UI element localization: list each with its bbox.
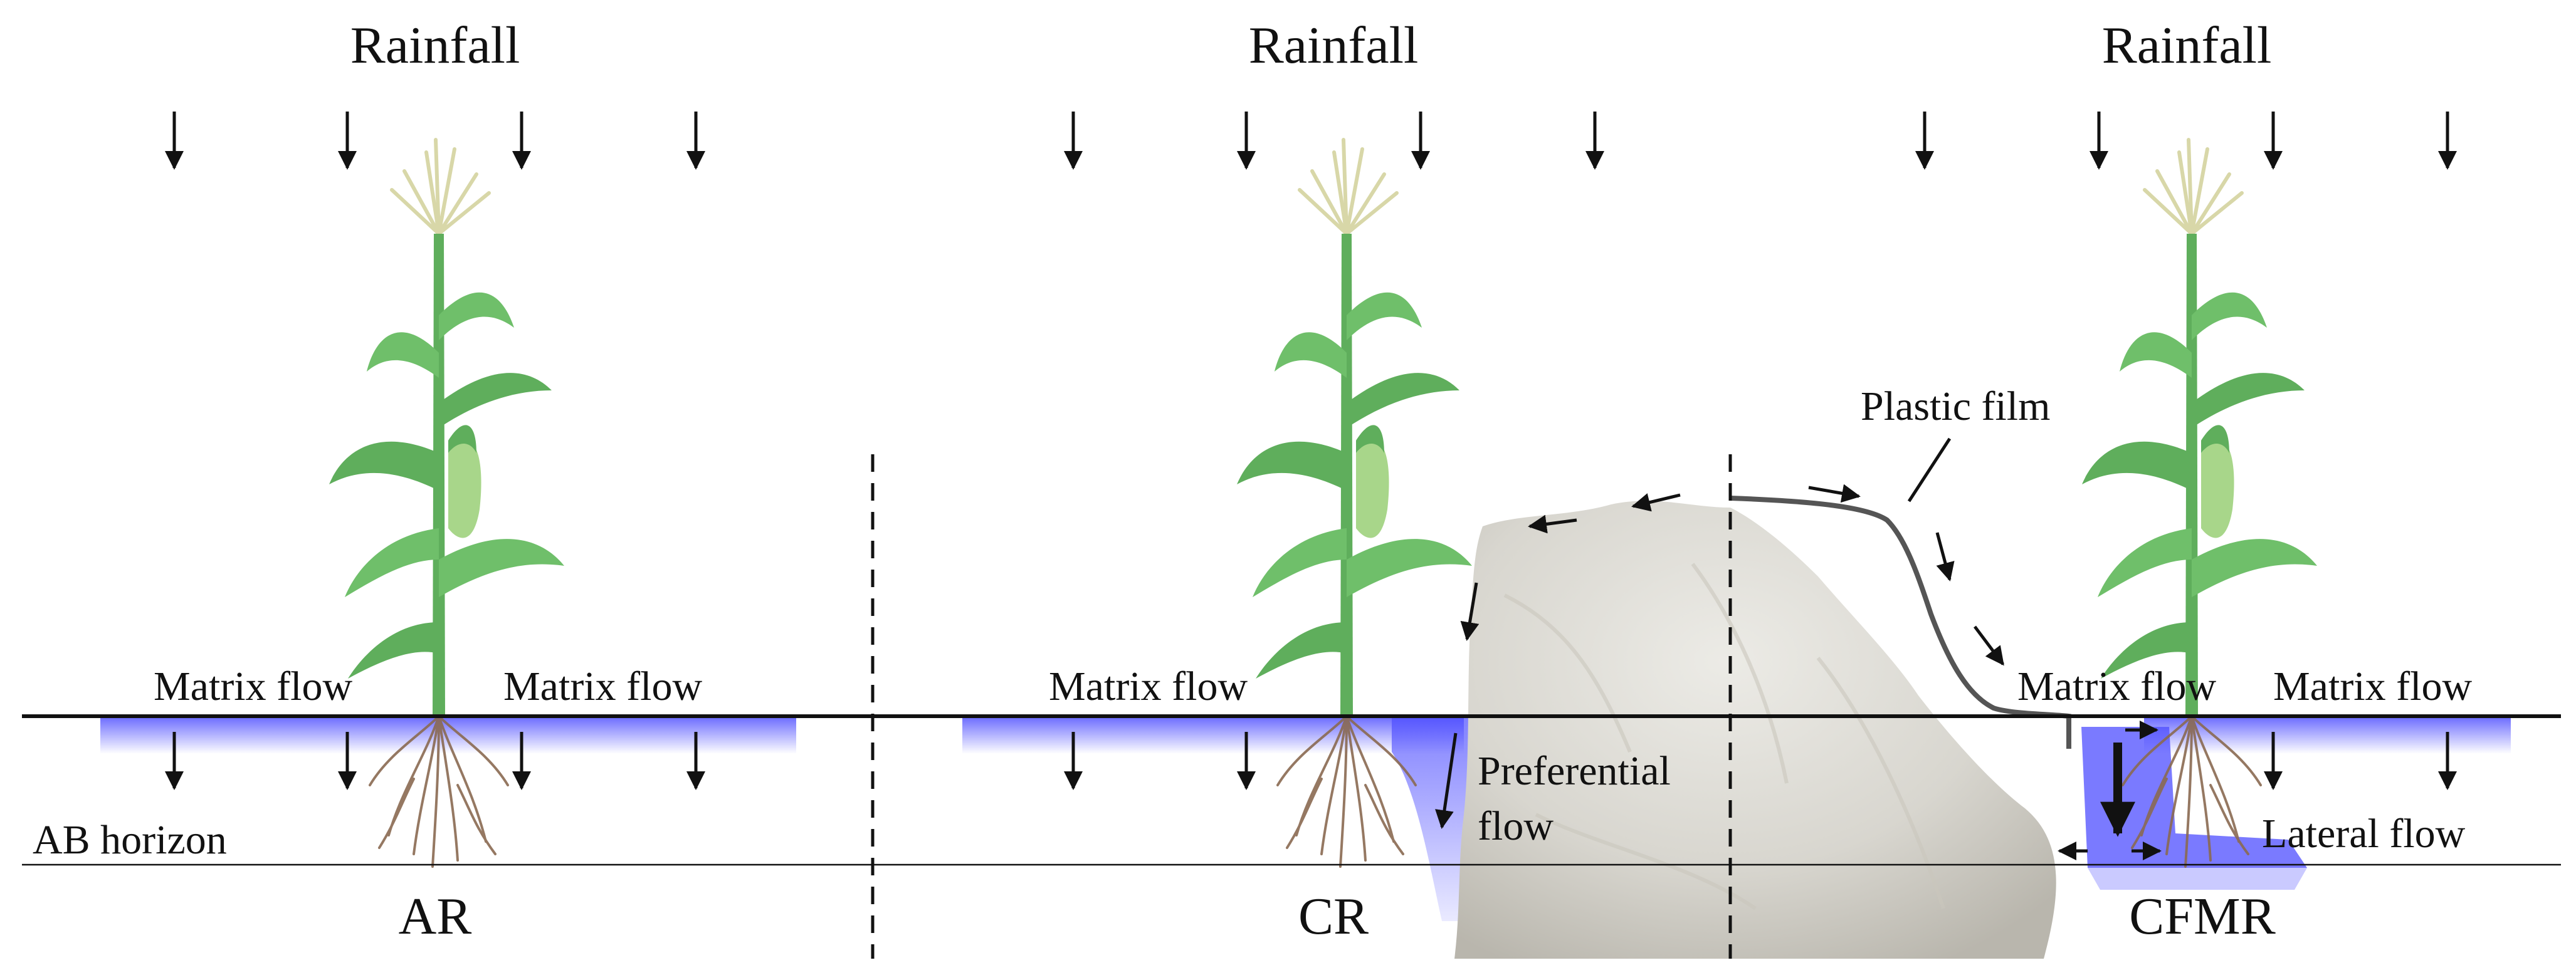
rainfall-label-ar: Rainfall: [350, 16, 520, 75]
runoff-arrows: [1435, 484, 2162, 860]
maize-plant-icon-ar: [329, 140, 564, 867]
ar-water-zone: [100, 716, 796, 754]
preferential-flow-label-2: flow: [1478, 803, 1553, 849]
flow-arrow-icon: [1460, 582, 1480, 641]
matrix-flow-label-cr: Matrix flow: [1049, 664, 1248, 709]
plastic-film-leader: [1907, 437, 1952, 503]
flow-arrow-icon: [1528, 514, 1577, 534]
plastic-film: [1730, 496, 2071, 749]
cfmr-lateral-water: [2081, 727, 2307, 868]
matrix-flow-label-cfmr-right: Matrix flow: [2273, 664, 2472, 709]
matrix-flow-label-cfmr-left: Matrix flow: [2017, 664, 2216, 709]
ab-horizon-label: AB horizon: [33, 817, 227, 863]
panel-label-cfmr: CFMR: [2129, 887, 2275, 946]
flow-arrow-icon: [1935, 532, 1955, 581]
flow-arrow-icon: [1974, 625, 2004, 666]
cfmr-lateral-fade: [2088, 868, 2307, 890]
panel-label-cr: CR: [1298, 887, 1369, 946]
rain-arrows: [165, 112, 2457, 170]
matrix-flow-label-ar-right: Matrix flow: [503, 664, 702, 709]
flow-arrow-icon: [1631, 493, 1681, 512]
panel-label-ar: AR: [399, 887, 472, 946]
matrix-flow-label-ar-left: Matrix flow: [154, 664, 352, 709]
rainfall-label-cfmr: Rainfall: [2102, 16, 2272, 75]
rock-icon: [1454, 501, 2056, 959]
water-zones: [100, 716, 2511, 921]
preferential-flow-label-1: Preferential: [1478, 748, 1671, 794]
flow-arrow-icon: [1435, 732, 1458, 829]
plastic-film-label: Plastic film: [1861, 383, 2050, 429]
infiltration-arrows: [165, 732, 2457, 790]
lateral-flow-label: Lateral flow: [2262, 811, 2466, 857]
flow-arrow-icon: [1808, 484, 1861, 503]
cr-water-zone: [962, 716, 1464, 754]
labels: Rainfall Rainfall Rainfall Matrix flow M…: [33, 16, 2472, 946]
rainfall-label-cr: Rainfall: [1249, 16, 1419, 75]
cr-preferential-water: [1392, 716, 1470, 921]
